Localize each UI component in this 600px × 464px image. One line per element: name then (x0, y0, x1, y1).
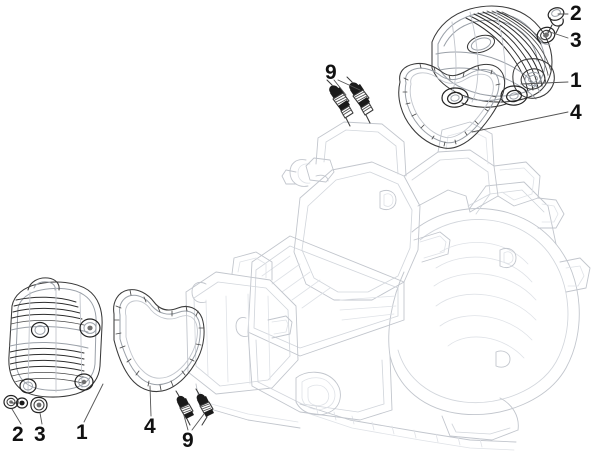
spark-plug-bottom-right (195, 388, 214, 426)
callout-4-top: 4 (570, 101, 582, 124)
valve-cover-bottom (8, 277, 103, 398)
callout-3-top: 3 (570, 29, 582, 52)
callout-4-bottom: 4 (144, 415, 156, 438)
spark-plug-bottom-left (175, 390, 194, 426)
callout-1-top: 1 (570, 69, 582, 92)
sealing-washer-bottom (30, 396, 48, 414)
callout-9-top: 9 (325, 61, 337, 84)
callout-9-bottom: 9 (182, 429, 194, 452)
callout-2-bottom: 2 (12, 423, 24, 446)
spark-plug-top-left (326, 79, 354, 127)
callout-1-bottom: 1 (76, 421, 88, 444)
spark-plug-top-right (346, 76, 374, 124)
sealing-washer-top (536, 26, 556, 45)
valve-cover-gasket-bottom (113, 289, 205, 393)
valve-cover-gasket-top (398, 62, 506, 149)
callout-leader-lines (11, 13, 569, 431)
callout-3-bottom: 3 (34, 423, 46, 446)
cover-bolt-bottom (3, 394, 29, 410)
engine-block-ghost (185, 121, 591, 451)
cover-bolt-top (547, 7, 565, 34)
callout-2-top: 2 (570, 2, 582, 25)
